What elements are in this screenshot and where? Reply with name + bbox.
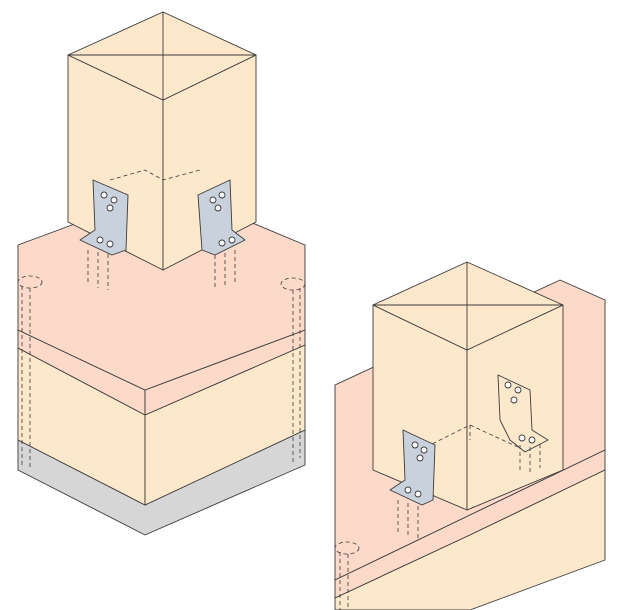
anchor-hole: [334, 541, 360, 555]
angle-bracket-left: [79, 179, 129, 290]
angle-bracket-front: [389, 429, 436, 540]
angle-bracket-right: [197, 179, 246, 288]
beam-lower-face: [334, 469, 606, 610]
left-figure: [17, 11, 306, 536]
right-figure: [334, 261, 606, 610]
angle-bracket-back: [497, 374, 549, 472]
